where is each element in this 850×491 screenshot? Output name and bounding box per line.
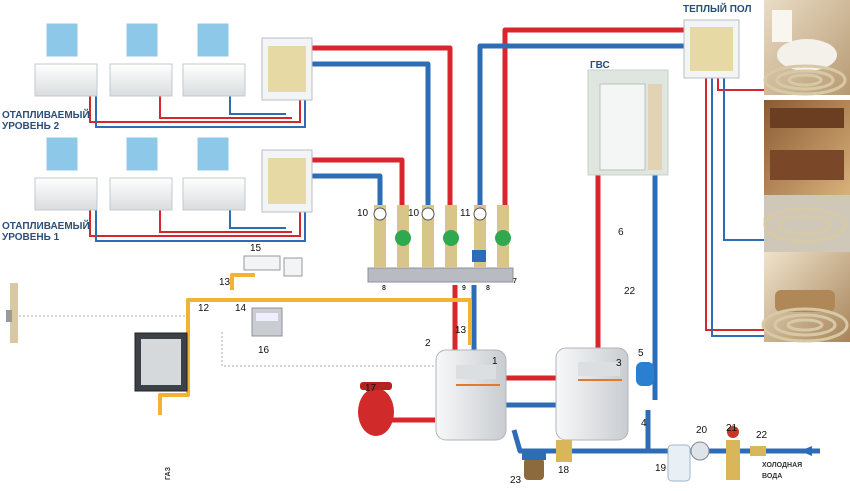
- level2-label: ОТАПЛИВАЕМЫЙ УРОВЕНЬ 2: [2, 110, 90, 132]
- level1-label: ОТАПЛИВАЕМЫЙ УРОВЕНЬ 1: [2, 221, 90, 243]
- water-meter-20: [690, 441, 710, 461]
- valve-22: [750, 446, 766, 456]
- circulation-pumps: [395, 230, 511, 262]
- component-10b: 10: [408, 208, 420, 219]
- manifold-mark-3: 8: [486, 285, 490, 292]
- control-dotted-line: [221, 332, 440, 367]
- floor-photo-strip: [764, 195, 850, 252]
- component-11: 11: [460, 208, 471, 219]
- hydraulic-header: [367, 205, 514, 283]
- level1-windows: [43, 134, 232, 174]
- component-20: 20: [696, 425, 708, 436]
- component-5: 5: [638, 348, 644, 359]
- component-12: 12: [198, 303, 210, 314]
- kitchen-photo: [764, 100, 850, 195]
- component-13a: 13: [219, 277, 231, 288]
- radiator-feed-lines: [89, 70, 764, 337]
- shower-cabin-photo: [587, 69, 669, 176]
- thermometers: [373, 207, 487, 221]
- warm-floor-manifold: [683, 19, 740, 79]
- cold-water-label-line1: ХОЛОДНАЯ: [762, 462, 803, 469]
- component-17: 17: [365, 383, 377, 394]
- underfloor-heating-coils-2: [763, 207, 847, 243]
- mixing-valve-18: [556, 440, 572, 462]
- reducer-21: [726, 426, 740, 480]
- gas-meter-16: [251, 307, 283, 337]
- manifold-mark-2: 9: [462, 285, 466, 292]
- warm-floor-label: ТЕПЛЫЙ ПОЛ: [683, 4, 752, 15]
- component-10a: 10: [357, 208, 369, 219]
- level2-windows: [43, 20, 232, 60]
- hot-water-label: ГВС: [590, 60, 610, 71]
- level2-label-line1: ОТАПЛИВАЕМЫЙ: [2, 110, 90, 121]
- component-14: 14: [235, 303, 247, 314]
- component-15: 15: [250, 243, 262, 254]
- component-22b: 22: [756, 430, 768, 441]
- expansion-tank-17: [358, 382, 394, 436]
- gas-label: ГАЗ: [164, 467, 172, 480]
- level1-radiators: [34, 177, 246, 211]
- manifold-mark-1: 8: [382, 285, 386, 292]
- component-6: 6: [618, 227, 624, 238]
- filter-23: [522, 452, 546, 480]
- wall-brick: [10, 283, 18, 343]
- component-19: 19: [655, 463, 667, 474]
- level1-label-line2: УРОВЕНЬ 1: [2, 232, 60, 243]
- component-21: 21: [726, 423, 738, 434]
- component-1: 1: [492, 356, 498, 367]
- level2-radiators: [34, 63, 246, 97]
- gas-cabinet: [134, 332, 188, 392]
- manifold-mark-4: 7: [513, 278, 517, 285]
- wall-valve: [6, 310, 12, 322]
- component-2: 2: [425, 338, 431, 349]
- level2-label-line2: УРОВЕНЬ 2: [2, 121, 60, 132]
- level2-manifold: [261, 37, 313, 101]
- component-18: 18: [558, 465, 570, 476]
- component-16: 16: [258, 345, 270, 356]
- heating-pipes: [310, 27, 820, 454]
- component-3: 3: [616, 358, 622, 369]
- component-4: 4: [641, 418, 647, 429]
- boiler-1: [435, 349, 507, 441]
- level1-manifold: [261, 149, 313, 213]
- level1-label-line1: ОТАПЛИВАЕМЫЙ: [2, 221, 90, 232]
- component-22a: 22: [624, 286, 636, 297]
- component-23: 23: [510, 475, 522, 486]
- boiler-3: [555, 347, 629, 441]
- cold-water-label: ХОЛОДНАЯ ВОДА: [762, 460, 802, 482]
- cold-water-label-line2: ВОДА: [762, 473, 783, 480]
- gas-pipe: [158, 273, 472, 415]
- component-13b: 13: [455, 325, 467, 336]
- cold-water-arrow: [800, 446, 812, 456]
- expansion-tank-5: [636, 362, 654, 386]
- water-filter-19: [667, 444, 691, 482]
- gas-alarm-15: [243, 255, 303, 277]
